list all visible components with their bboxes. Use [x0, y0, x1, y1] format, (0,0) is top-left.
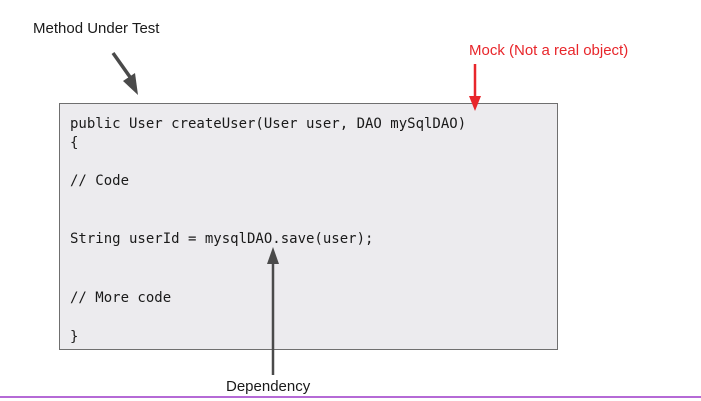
code-line-close-brace: }	[70, 329, 79, 345]
code-line-signature: public User createUser(User user, DAO my…	[70, 116, 467, 132]
code-line-open-brace: {	[70, 135, 79, 151]
bottom-divider	[0, 396, 701, 398]
mock-label: Mock (Not a real object)	[469, 42, 629, 59]
code-line-comment-more-code: // More code	[70, 290, 172, 306]
method-under-test-arrow	[111, 51, 138, 95]
code-line-dependency-call: String userId = mysqlDAO.save(user);	[70, 231, 374, 247]
method-under-test-label: Method Under Test	[33, 20, 160, 37]
dependency-label: Dependency	[226, 378, 311, 395]
code-line-comment-code: // Code	[70, 173, 130, 189]
code-box: public User createUser(User user, DAO my…	[59, 103, 558, 350]
